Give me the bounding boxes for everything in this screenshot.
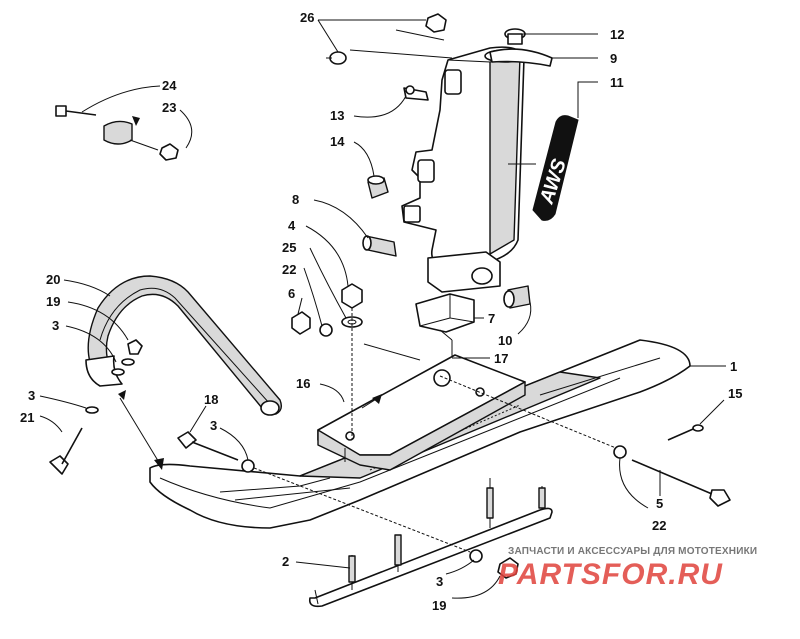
- nut-6: [291, 311, 333, 337]
- callout-14: 14: [330, 134, 345, 149]
- aws-decal: AWS ARCTIC WIDE SUSPENSION: [532, 115, 586, 221]
- nut-26: [326, 13, 447, 65]
- callout-4: 4: [288, 218, 296, 233]
- callout-22-upper: 22: [282, 262, 296, 277]
- nut-19-upper: [111, 339, 143, 376]
- spindle-cap: [489, 28, 553, 67]
- leader-lines: [39, 19, 726, 599]
- nut-19-lower: [469, 549, 519, 579]
- callout-17: 17: [494, 351, 508, 366]
- washer-17: [433, 369, 451, 387]
- callout-6: 6: [288, 286, 295, 301]
- grease-fitting: [403, 85, 429, 101]
- callout-12: 12: [610, 27, 624, 42]
- callout-2: 2: [282, 554, 289, 569]
- bolt-5: [613, 445, 731, 507]
- callout-8: 8: [292, 192, 299, 207]
- callout-3-upper: 3: [52, 318, 59, 333]
- bolt-21: [49, 390, 126, 475]
- watermark: ЗАПЧАСТИ И АКСЕССУАРЫ ДЛЯ МОТОТЕХНИКИ PA…: [498, 546, 757, 591]
- watermark-tagline: ЗАПЧАСТИ И АКСЕССУАРЫ ДЛЯ МОТОТЕХНИКИ: [508, 546, 757, 557]
- callout-18: 18: [204, 392, 218, 407]
- callout-19-upper: 19: [46, 294, 60, 309]
- stopper-7: [415, 293, 475, 333]
- callout-25: 25: [282, 240, 296, 255]
- callout-16: 16: [296, 376, 310, 391]
- spindle: [401, 46, 526, 269]
- callout-5: 5: [656, 496, 663, 511]
- callout-10: 10: [498, 333, 512, 348]
- ski-saddle: [317, 354, 526, 471]
- watermark-logo: PARTSFOR.RU: [498, 558, 723, 591]
- callout-labels: 26 12 9 11 24 23 13 14 8 4 25 22 6 20 19…: [20, 10, 742, 613]
- wear-bar: [308, 478, 553, 608]
- callout-11: 11: [610, 75, 624, 90]
- callout-1: 1: [730, 359, 737, 374]
- callout-22-lower: 22: [652, 518, 666, 533]
- callout-24: 24: [162, 78, 177, 93]
- callout-23: 23: [162, 100, 176, 115]
- callout-26: 26: [300, 10, 314, 25]
- ski-handle: [85, 275, 283, 416]
- spindle-knuckle: [427, 251, 531, 309]
- callout-3-mid: 3: [210, 418, 217, 433]
- callout-15: 15: [728, 386, 742, 401]
- callout-21: 21: [20, 410, 34, 425]
- callout-9: 9: [610, 51, 617, 66]
- callout-3-left: 3: [28, 388, 35, 403]
- cotter-pin-15: [667, 424, 704, 441]
- nut-4: [341, 283, 363, 328]
- bolt-24: [55, 105, 179, 161]
- callout-13: 13: [330, 108, 344, 123]
- callout-20: 20: [46, 272, 60, 287]
- callout-19-lower: 19: [432, 598, 446, 613]
- callout-3-lower: 3: [436, 574, 443, 589]
- bushing-14: [367, 175, 389, 199]
- callout-7: 7: [488, 311, 495, 326]
- bushing-8: [362, 235, 397, 257]
